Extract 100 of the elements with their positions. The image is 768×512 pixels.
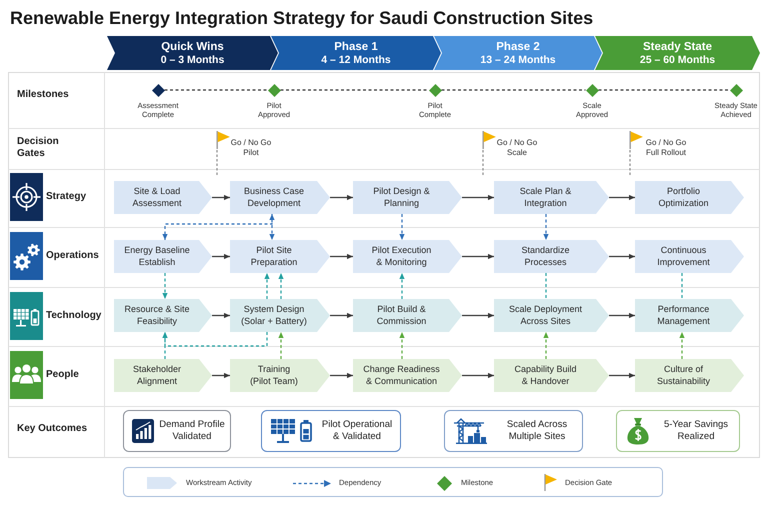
activity-block: [114, 240, 212, 273]
activity-block: [230, 181, 330, 214]
activity-text: Scale Plan & Integration: [518, 186, 572, 209]
activity-text: Pilot Build & Commission: [376, 304, 428, 327]
activity-text: System Design (Solar + Battery): [240, 304, 308, 327]
flow-arrow: [212, 254, 230, 260]
activity-text: Capability Build & Handover: [513, 364, 578, 387]
activity-text: Standardize Processes: [520, 245, 571, 268]
flow-arrow: [330, 372, 353, 378]
flow-arrow: [212, 194, 230, 200]
row-header: Key Outcomes: [17, 423, 88, 435]
activity-block: [114, 299, 212, 332]
phase-title: Phase 1: [334, 40, 378, 54]
dependency-arrow: [399, 214, 405, 240]
activity-text: Pilot Execution & Monitoring: [370, 245, 432, 268]
activity-block: [494, 181, 609, 214]
flow-arrow: [609, 372, 635, 378]
dependency-arrow: [278, 332, 284, 359]
phase-title: Phase 2: [496, 40, 540, 54]
activity-text: Portfolio Optimization: [657, 186, 710, 209]
activity-block: [230, 299, 330, 332]
flow-arrow: [330, 254, 353, 260]
activity-text: Performance Management: [656, 304, 711, 327]
activity-text: Pilot Site Preparation: [250, 245, 298, 268]
dependency-arrow: [543, 214, 549, 240]
milestone-diamond: [586, 84, 598, 96]
phase-banner: [107, 36, 278, 70]
phase-banner: [271, 36, 441, 70]
activity-text: Energy Baseline Establish: [123, 245, 191, 268]
row-header: Milestones: [17, 89, 69, 101]
outcome-card: [261, 410, 401, 452]
dependency-arrow: [162, 214, 275, 240]
milestone-diamond: [268, 84, 280, 96]
activity-block: [353, 359, 462, 392]
dependency-arrow: [278, 273, 284, 299]
activity-block: [230, 240, 330, 273]
activity-text: Pilot Design & Planning: [372, 186, 431, 209]
flow-arrow: [609, 254, 635, 260]
phase-title: Quick Wins: [161, 40, 224, 54]
phase-duration: 13 – 24 Months: [480, 54, 556, 66]
activity-block: [494, 240, 609, 273]
flow-arrow: [609, 312, 635, 318]
milestone-diamond: [152, 84, 164, 96]
row-header: Technology: [46, 310, 102, 322]
outcome-text: 5-Year Savings Realized: [662, 419, 730, 443]
activity-text: Site & Load Assessment: [131, 186, 183, 209]
dependency-arrow: [679, 332, 685, 359]
activity-text: Continuous Improvement: [656, 245, 711, 268]
activity-text: Training (Pilot Team): [249, 364, 299, 387]
milestone-diamond: [428, 84, 442, 96]
activity-block: [635, 359, 744, 392]
dependency-arrow: [162, 332, 268, 347]
dashed-connector: [681, 273, 683, 299]
activity-block: [494, 299, 609, 332]
activity-block: [494, 359, 609, 392]
milestone-diamond: [730, 84, 742, 96]
phase-duration: 4 – 12 Months: [321, 54, 391, 66]
flow-arrow: [330, 312, 353, 318]
dependency-arrow: [162, 273, 168, 299]
activity-text: Culture of Sustainability: [656, 364, 712, 387]
activity-text: Scale Deployment Across Sites: [508, 304, 584, 327]
flow-arrow: [462, 372, 494, 378]
phase-title: Steady State: [642, 40, 712, 54]
dependency-arrow: [264, 273, 270, 299]
activity-block: [353, 181, 462, 214]
diagram-title: Renewable Energy Integration Strategy for Saudi Construction Sites: [10, 7, 594, 29]
dependency-arrow: [543, 332, 549, 359]
flow-arrow: [462, 312, 494, 318]
dashed-connector: [280, 89, 428, 91]
activity-block: [635, 181, 744, 214]
row-header: Strategy: [46, 191, 86, 203]
dashed-connector: [545, 273, 547, 299]
dependency-arrow: [399, 332, 405, 359]
row-header: Operations: [46, 250, 99, 262]
outcome-text: Scaled Across Multiple Sites: [506, 419, 568, 443]
row-header: People: [46, 369, 79, 381]
gate-label: Go / No Go Pilot: [230, 138, 272, 158]
flow-arrow: [462, 194, 494, 200]
activity-block: [230, 359, 330, 392]
phase-duration: 25 – 60 Months: [640, 54, 716, 66]
flow-arrow: [330, 194, 353, 200]
activity-block: [635, 240, 744, 273]
activity-text: Stakeholder Alignment: [132, 364, 182, 387]
gate-label: Go / No Go Full Rollout: [644, 138, 688, 158]
activity-text: Business Case Development: [242, 186, 306, 209]
outcome-text: Pilot Operational & Validated: [320, 419, 394, 443]
outcome-text: Demand Profile Validated: [158, 419, 226, 443]
row-header: Decision Gates: [17, 136, 60, 160]
outcome-card: [616, 410, 740, 452]
activity-block: [353, 299, 462, 332]
activity-block: [114, 181, 212, 214]
activity-text: Change Readiness & Communication: [362, 364, 441, 387]
gate-label: Go / No Go Scale: [496, 138, 538, 158]
phase-duration: 0 – 3 Months: [160, 54, 224, 66]
activity-block: [353, 240, 462, 273]
phase-banner: [434, 36, 602, 70]
flow-arrow: [212, 312, 230, 318]
phase-banner: [595, 36, 760, 70]
dashed-connector: [442, 89, 586, 91]
flow-arrow: [462, 254, 494, 260]
